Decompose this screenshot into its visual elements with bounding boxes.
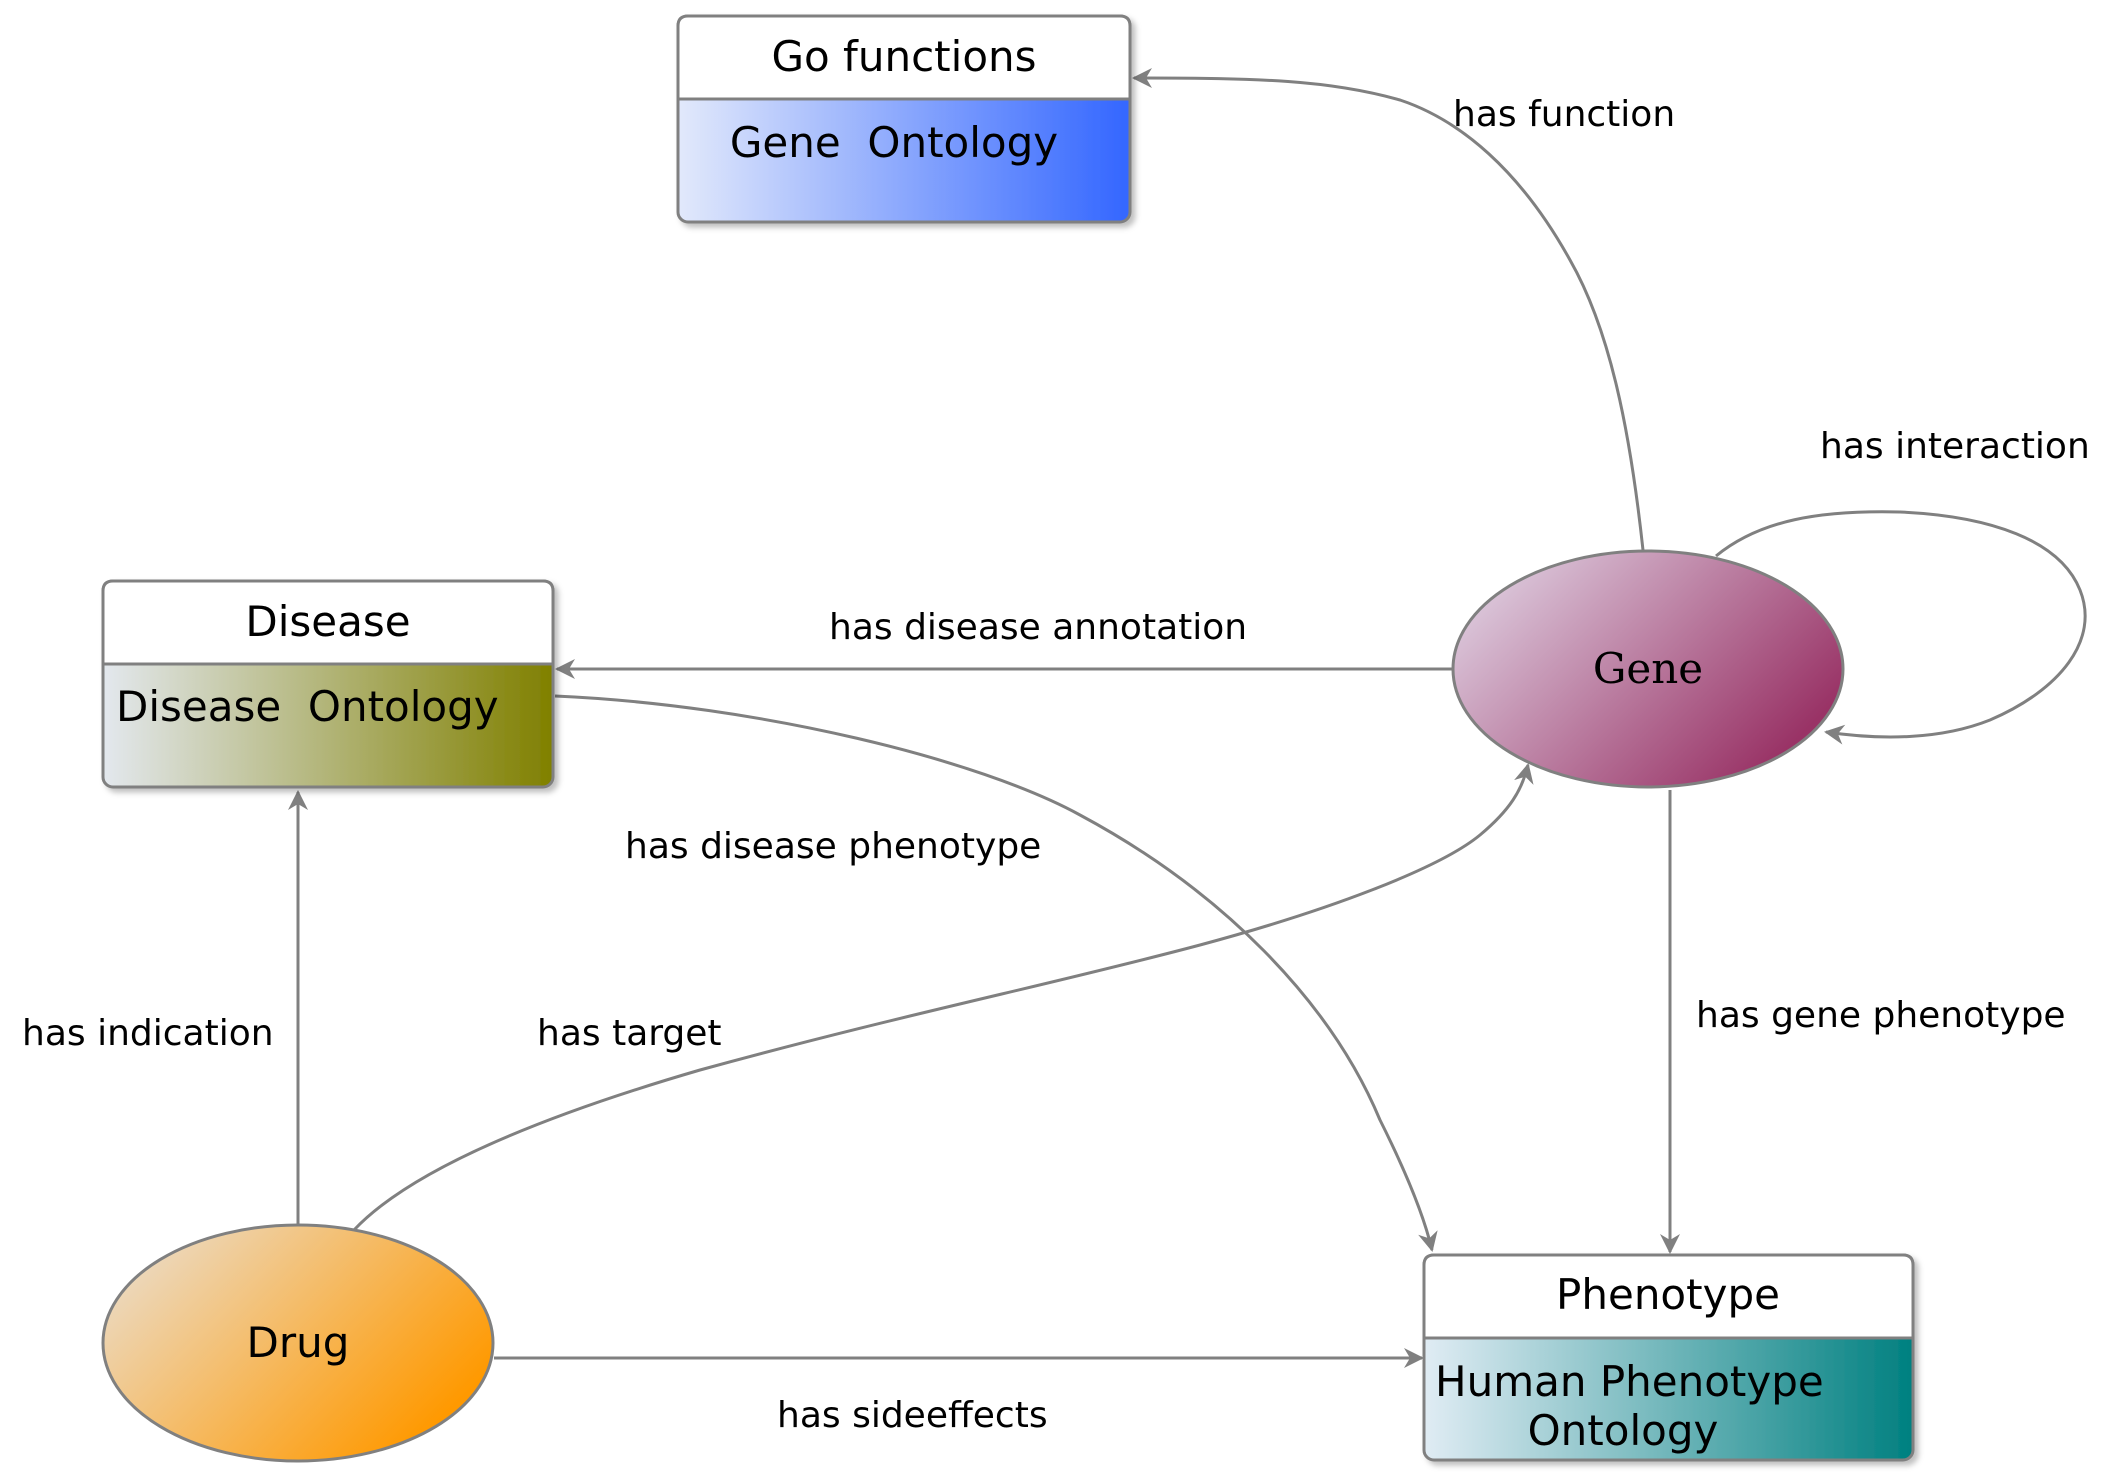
drug-label: Drug — [247, 1318, 350, 1367]
node-disease — [101, 579, 555, 789]
edge-labels: has function has interaction has disease… — [22, 94, 2090, 1436]
edge-has-target — [352, 763, 1534, 1232]
edges — [288, 68, 2087, 1368]
disease-body: Disease Ontology — [116, 682, 499, 731]
node-phenotype — [1422, 1253, 1915, 1462]
phenotype-header — [1422, 1253, 1915, 1340]
edge-has-function — [1132, 68, 1645, 551]
phenotype-body-line-2: Ontology — [1528, 1406, 1719, 1455]
node-drug — [101, 1223, 495, 1463]
label-has-disease-annotation: has disease annotation — [829, 607, 1247, 648]
label-has-sideeffects: has sideeffects — [777, 1395, 1048, 1436]
label-has-indication: has indication — [22, 1013, 274, 1054]
label-has-interaction: has interaction — [1820, 426, 2090, 467]
go-functions-body: Gene Ontology — [730, 118, 1058, 167]
edge-has-disease-phenotype — [554, 694, 1438, 1252]
go-functions-header — [676, 14, 1132, 101]
node-go-functions — [676, 14, 1132, 224]
gene-label: Gene — [1593, 644, 1703, 693]
edge-has-interaction — [1715, 510, 2087, 745]
label-has-function: has function — [1453, 94, 1675, 135]
phenotype-body-line-1: Human Phenotype — [1435, 1357, 1824, 1406]
node-gene — [1451, 549, 1845, 789]
go-functions-title: Go functions — [771, 32, 1036, 81]
label-has-disease-phenotype: has disease phenotype — [625, 826, 1041, 867]
label-has-gene-phenotype: has gene phenotype — [1696, 995, 2066, 1036]
label-has-target: has target — [537, 1013, 722, 1054]
disease-title: Disease — [245, 597, 410, 646]
phenotype-title: Phenotype — [1556, 1270, 1780, 1319]
disease-header — [101, 579, 555, 666]
